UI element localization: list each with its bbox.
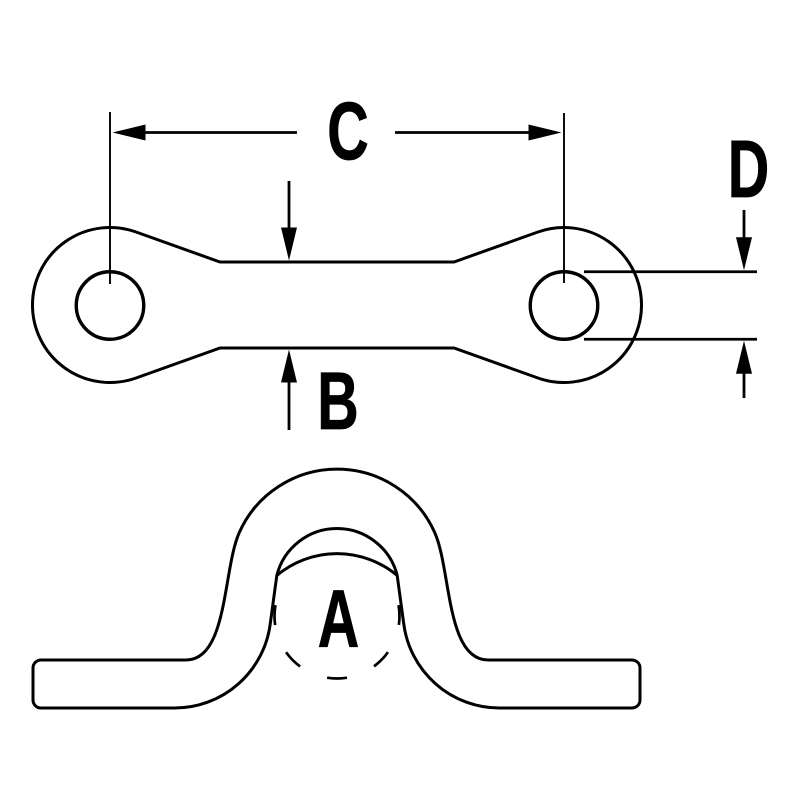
- svg-text:A: A: [318, 573, 359, 665]
- svg-text:C: C: [327, 85, 368, 177]
- svg-text:D: D: [728, 123, 769, 215]
- svg-text:B: B: [317, 355, 358, 447]
